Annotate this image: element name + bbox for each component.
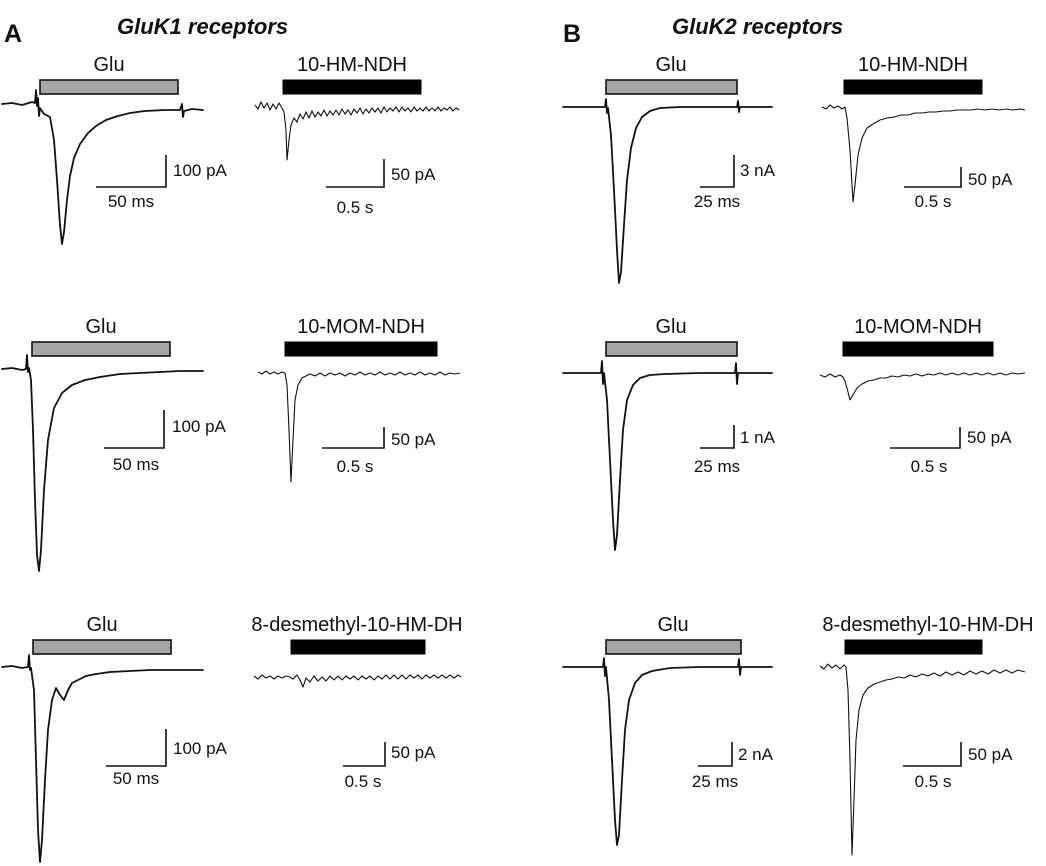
drug-application-bar <box>282 79 422 95</box>
current-trace <box>562 98 773 284</box>
drug-bar-label: 10-MOM-NDH <box>854 316 982 338</box>
glu-bar-label: Glu <box>657 614 688 636</box>
current-trace <box>1 654 204 863</box>
glu-application-bar <box>31 341 171 357</box>
drug-bar-label: 10-MOM-NDH <box>297 316 425 338</box>
scale-y-label: 50 pA <box>391 165 436 184</box>
recording-gluk1-glu-row3: Glu 100 pA 50 ms <box>1 614 228 863</box>
scale-y-label: 50 pA <box>391 743 436 762</box>
drug-application-bar <box>290 639 426 655</box>
recording-gluk1-8-desmethyl-10-hm-dh: 8-desmethyl-10-HM-DH 50 pA 0.5 s <box>251 614 462 791</box>
current-trace <box>562 657 773 846</box>
current-trace <box>254 101 460 161</box>
drug-application-bar <box>844 639 983 655</box>
drug-application-bar <box>843 79 983 95</box>
glu-application-bar <box>605 79 738 95</box>
scale-x-label: 0.5 s <box>911 457 948 476</box>
current-trace <box>821 104 1026 203</box>
drug-bar-label: 8-desmethyl-10-HM-DH <box>251 614 462 636</box>
recording-gluk2-glu-row3: Glu 2 nA 25 ms <box>562 614 774 846</box>
scale-y-label: 3 nA <box>740 161 776 180</box>
drug-bar-label: 10-HM-NDH <box>297 54 407 76</box>
scale-y-label: 2 nA <box>738 745 774 764</box>
drug-application-bar <box>284 341 438 357</box>
recording-gluk2-8-desmethyl-10-hm-dh: 8-desmethyl-10-HM-DH 50 pA 0.5 s <box>819 614 1034 856</box>
current-trace <box>1 354 204 572</box>
recording-gluk1-glu-row1: Glu 100 pA 50 ms <box>1 54 228 245</box>
drug-application-bar <box>842 341 994 357</box>
glu-bar-label: Glu <box>655 54 686 76</box>
scale-bar <box>322 427 385 449</box>
recording-gluk2-10-hm-ndh: 10-HM-NDH 50 pA 0.5 s <box>821 54 1026 211</box>
glu-application-bar <box>32 639 172 655</box>
scale-bar <box>343 742 386 767</box>
scale-bar <box>890 427 961 449</box>
scale-bar <box>326 159 385 188</box>
scale-y-label: 1 nA <box>740 428 776 447</box>
scale-bar <box>903 742 962 767</box>
scale-bar <box>698 742 733 767</box>
scale-bar <box>700 155 735 188</box>
drug-bar-label: 10-HM-NDH <box>858 54 968 76</box>
scale-bar <box>96 155 167 188</box>
scale-y-label: 100 pA <box>173 739 228 758</box>
current-trace <box>1 89 204 245</box>
scale-y-label: 100 pA <box>173 161 228 180</box>
glu-bar-label: Glu <box>93 54 124 76</box>
glu-bar-label: Glu <box>85 316 116 338</box>
scale-x-label: 0.5 s <box>337 198 374 217</box>
scale-x-label: 0.5 s <box>345 772 382 791</box>
glu-application-bar <box>605 341 738 357</box>
scale-x-label: 25 ms <box>694 457 740 476</box>
glu-bar-label: Glu <box>86 614 117 636</box>
scale-bar <box>104 410 165 449</box>
recording-gluk2-glu-row1: Glu 3 nA 25 ms <box>562 54 776 284</box>
recording-gluk1-10-mom-ndh: 10-MOM-NDH 50 pA 0.5 s <box>257 316 461 483</box>
scale-x-label: 0.5 s <box>915 192 952 211</box>
scale-x-label: 50 ms <box>113 769 159 788</box>
recording-gluk1-glu-row2: Glu 100 pA 50 ms <box>1 316 227 572</box>
current-trace <box>562 360 773 551</box>
scale-y-label: 100 pA <box>172 417 227 436</box>
current-trace <box>819 372 1026 401</box>
scale-y-label: 50 pA <box>967 428 1012 447</box>
recording-gluk2-10-mom-ndh: 10-MOM-NDH 50 pA 0.5 s <box>819 316 1026 476</box>
recording-gluk1-10-hm-ndh: 10-HM-NDH 50 pA 0.5 s <box>254 54 460 217</box>
current-trace <box>819 663 1026 856</box>
scale-bar <box>700 425 735 449</box>
glu-application-bar <box>605 639 742 655</box>
scale-y-label: 50 pA <box>968 745 1013 764</box>
panel-b-letter: B <box>563 20 581 48</box>
scale-x-label: 0.5 s <box>337 457 374 476</box>
scale-x-label: 50 ms <box>108 192 154 211</box>
current-trace <box>253 674 462 688</box>
scale-bar <box>106 729 167 767</box>
panel-a-title: GluK1 receptors <box>117 14 288 39</box>
scale-bar <box>904 167 962 188</box>
drug-bar-label: 8-desmethyl-10-HM-DH <box>822 614 1033 636</box>
scale-x-label: 0.5 s <box>915 772 952 791</box>
scale-x-label: 25 ms <box>694 192 740 211</box>
panel-a-letter: A <box>4 20 22 48</box>
panel-b-title: GluK2 receptors <box>672 14 843 39</box>
glu-application-bar <box>39 79 179 95</box>
scale-x-label: 50 ms <box>113 455 159 474</box>
recording-gluk2-glu-row2: Glu 1 nA 25 ms <box>562 316 776 551</box>
current-trace <box>257 370 461 483</box>
scale-y-label: 50 pA <box>968 170 1013 189</box>
scale-y-label: 50 pA <box>391 430 436 449</box>
glu-bar-label: Glu <box>655 316 686 338</box>
scale-x-label: 25 ms <box>692 772 738 791</box>
